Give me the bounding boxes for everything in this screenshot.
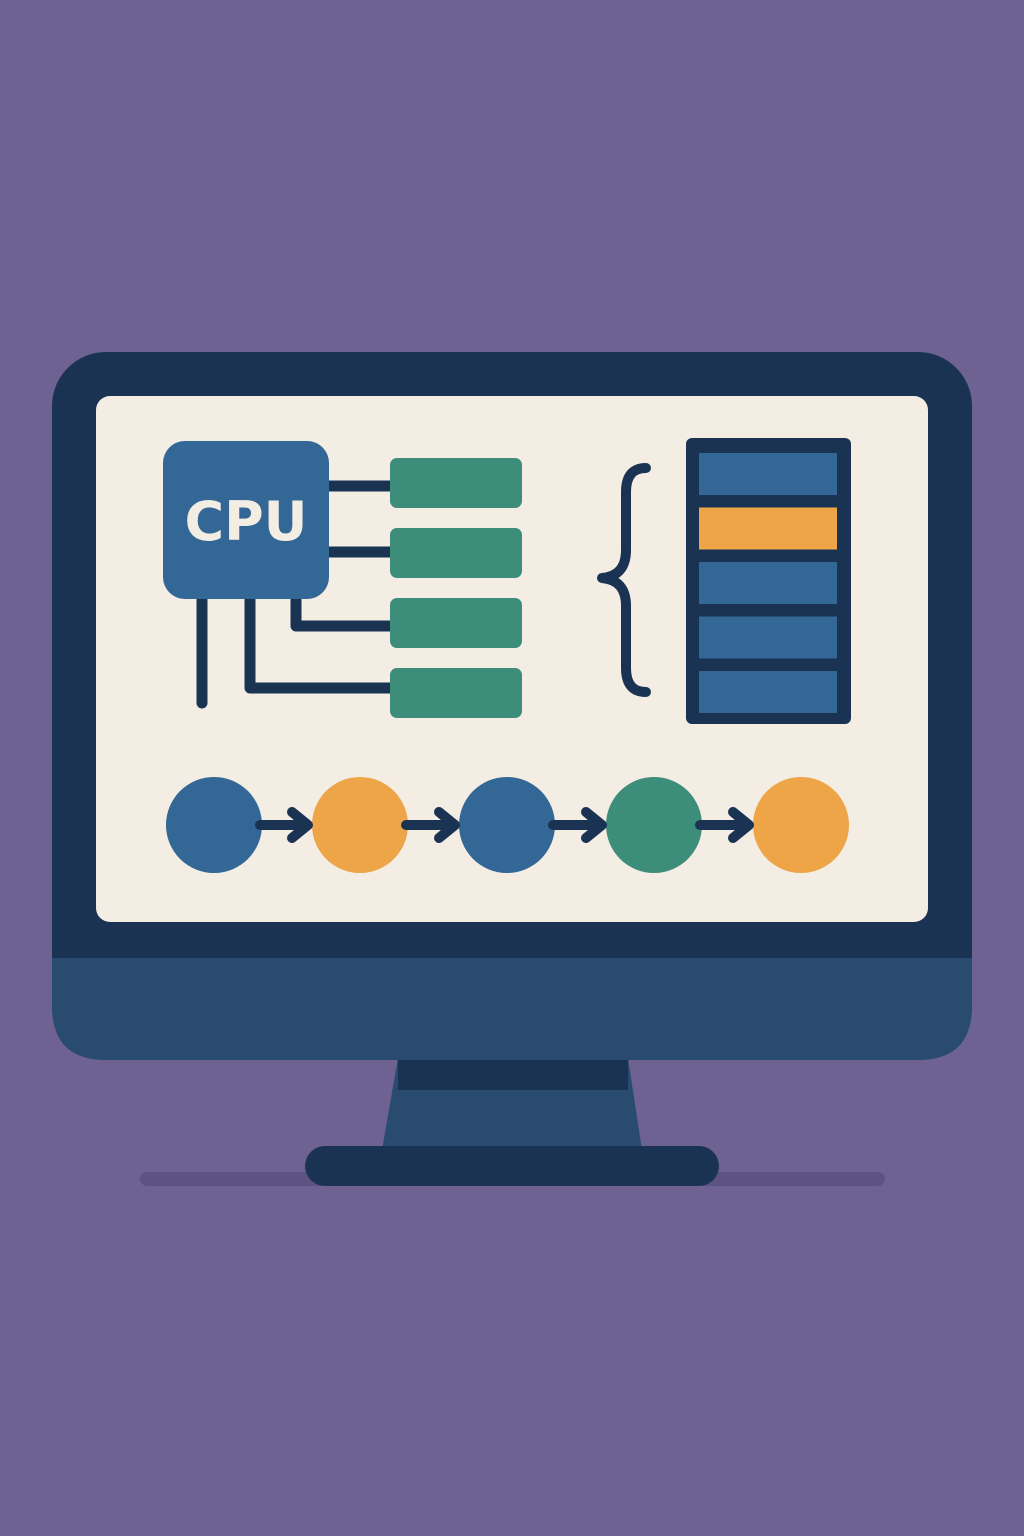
monitor-stand-neck-shade <box>398 1058 628 1090</box>
register-1 <box>390 458 522 508</box>
monitor-chin <box>52 958 972 1060</box>
register-2 <box>390 528 522 578</box>
memory-cell-highlighted <box>699 507 837 550</box>
arrow-right-icon <box>548 807 607 843</box>
memory-cell <box>699 671 837 713</box>
wire-register-4 <box>244 588 398 694</box>
pipeline-node-3 <box>459 777 555 873</box>
pipeline-node-4 <box>606 777 702 873</box>
arrow-right-icon <box>695 807 754 843</box>
memory-cell <box>699 453 837 495</box>
cpu-chip <box>163 441 329 599</box>
cpu-chip-icon: CPU <box>163 441 329 599</box>
memory-cell <box>699 562 837 604</box>
pipeline-node-2 <box>312 777 408 873</box>
pipeline-node-5 <box>753 777 849 873</box>
arrow-right-icon <box>401 807 460 843</box>
monitor-stand-base <box>305 1146 719 1186</box>
pipeline <box>166 777 849 873</box>
register-stack <box>390 458 522 718</box>
cpu-wiring <box>196 480 398 709</box>
memory-cell <box>699 616 837 659</box>
register-4 <box>390 668 522 718</box>
register-3 <box>390 598 522 648</box>
wire-register-3 <box>290 588 398 632</box>
memory-block <box>686 438 851 724</box>
cpu-label: CPU <box>184 490 307 553</box>
arrow-right-icon <box>255 807 313 843</box>
left-curly-brace-icon <box>597 463 651 697</box>
pipeline-node-1 <box>166 777 262 873</box>
